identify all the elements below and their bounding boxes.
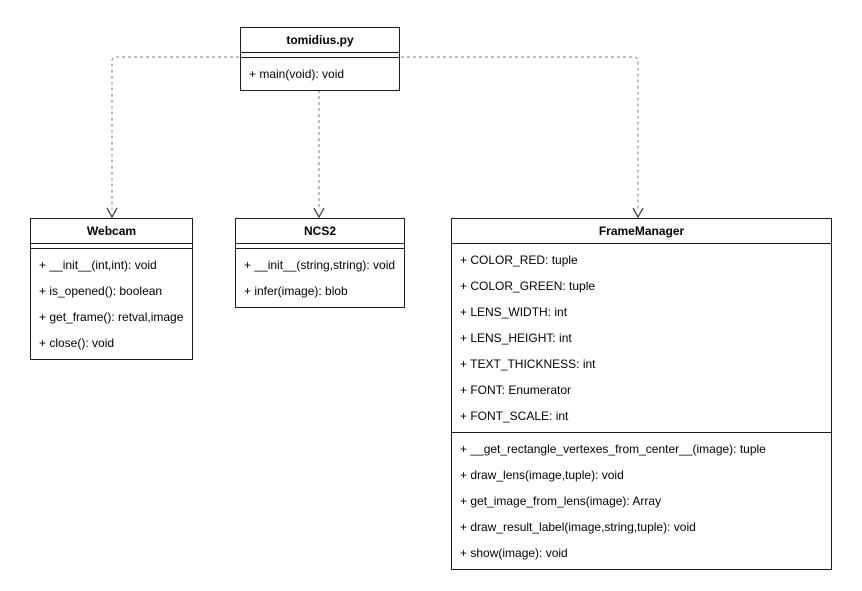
method-item: + get_frame(): retval,image (39, 310, 184, 324)
method-item: + get_image_from_lens(image): Array (460, 494, 662, 508)
dependency-arrow-tomidius-to-ncs2[interactable] (313, 90, 325, 219)
methods-compartment: + __get_rectangle_vertexes_from_center__… (452, 433, 831, 569)
methods-compartment: + main(void): void (241, 58, 399, 90)
attribute-item: + FONT: Enumerator (460, 383, 572, 397)
method-item: + __init__(string,string): void (244, 258, 396, 272)
attribute-item: + TEXT_THICKNESS: int (460, 357, 596, 371)
class-framemanager[interactable]: FrameManager + COLOR_RED: tuple + COLOR_… (451, 218, 832, 570)
class-title: FrameManager (452, 219, 831, 244)
method-item: + infer(image): blob (244, 284, 348, 298)
open-arrowhead-icon (313, 207, 325, 219)
attribute-item: + COLOR_GREEN: tuple (460, 279, 596, 293)
methods-compartment: + __init__(int,int): void + is_opened():… (31, 249, 192, 359)
attribute-item: + LENS_HEIGHT: int (460, 331, 572, 345)
method-item: + draw_result_label(image,string,tuple):… (460, 520, 696, 534)
dependency-arrow-tomidius-to-webcam[interactable] (106, 56, 239, 219)
attributes-compartment-empty (236, 244, 404, 249)
dashed-line (111, 56, 239, 209)
attribute-item: + LENS_WIDTH: int (460, 305, 568, 319)
attributes-compartment-empty (31, 244, 192, 249)
attributes-compartment: + COLOR_RED: tuple + COLOR_GREEN: tuple … (452, 244, 831, 433)
method-item: + show(image): void (460, 546, 568, 560)
method-item: + main(void): void (249, 67, 345, 81)
class-title: Webcam (31, 219, 192, 244)
dashed-line (401, 56, 639, 209)
method-item: + is_opened(): boolean (39, 284, 163, 298)
open-arrowhead-icon (632, 207, 644, 219)
attribute-item: + COLOR_RED: tuple (460, 253, 578, 267)
dependency-arrow-tomidius-to-framemanager[interactable] (401, 56, 644, 219)
method-item: + __init__(int,int): void (39, 258, 157, 272)
class-tomidius-py[interactable]: tomidius.py + main(void): void (240, 27, 400, 91)
class-title: NCS2 (236, 219, 404, 244)
class-title: tomidius.py (241, 28, 399, 53)
methods-compartment: + __init__(string,string): void + infer(… (236, 249, 404, 307)
class-ncs2[interactable]: NCS2 + __init__(string,string): void + i… (235, 218, 405, 308)
method-item: + draw_lens(image,tuple): void (460, 468, 624, 482)
class-webcam[interactable]: Webcam + __init__(int,int): void + is_op… (30, 218, 193, 360)
attribute-item: + FONT_SCALE: int (460, 409, 569, 423)
method-item: + close(): void (39, 336, 115, 350)
open-arrowhead-icon (106, 207, 118, 219)
attributes-compartment-empty (241, 53, 399, 58)
method-item: + __get_rectangle_vertexes_from_center__… (460, 442, 766, 456)
